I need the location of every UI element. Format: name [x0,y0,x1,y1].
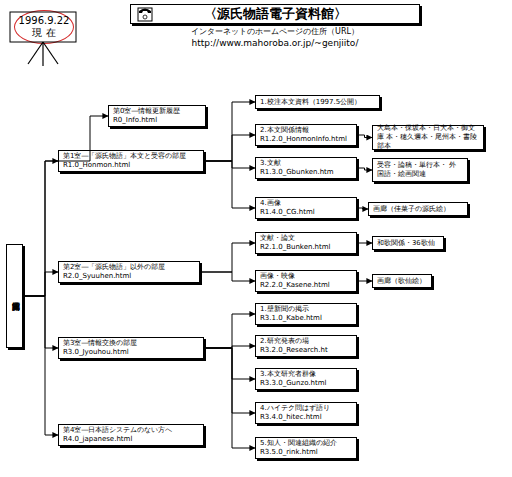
arrow-connector [204,314,255,348]
arrow-connector [204,348,255,413]
box-subtext: R1.2.0_HonmonInfo.html [260,135,352,144]
box-text: 2.研究発表の場 [260,337,352,346]
arrow-connector [204,348,255,379]
box-subtext: R4.0_japanese.html [63,435,199,444]
box-text: 受容・論稿・単行本・ 外国語・絵画関連 [377,161,463,179]
page-box: 文献・論文R2.1.0_Bunken.html [255,232,357,254]
box-text: 1.壁新聞の掲示 [260,305,352,314]
arrow-connector [357,168,372,170]
easel-leg [42,42,43,66]
arrow-connector [200,272,255,281]
box-subtext: R2.0_Syuuhen.html [63,272,195,281]
content-box: 受容・論稿・単行本・ 外国語・絵画関連 [372,158,468,182]
phone-body [138,8,152,21]
room-box: 第3室―情報交換の部屋R3.0_Jyouhou.html [58,337,204,359]
arrow-connector [204,161,255,168]
content-box: 画廊（佳菜子の源氏絵） [368,202,468,216]
box-subtext: R3.3.0_Gunzo.html [260,379,352,388]
box-text: 画廊（佳菜子の源氏絵） [373,205,463,214]
box-subtext: R3.4.0_hitec.html [260,413,352,422]
root-box: 源氏物語電子資料館 [6,244,23,348]
page-box: 2.研究発表の場R3.2.0_Research.ht [255,335,357,357]
box-text: 4.ハイテク問はず語り [260,404,352,413]
room-box: 第0室―情報更新履歴R0_Info.html [108,105,206,127]
arrow-connector [23,116,108,296]
content-box: 画廊（歌仙絵） [372,274,432,288]
phone-dial [143,15,147,19]
page-box: 3.本文研究者群像R3.3.0_Gunzo.html [255,368,357,390]
box-subtext: インターネットのホームページの住所（URL） [131,27,419,37]
arrow-connector [23,272,58,296]
arrow-connector [200,243,255,272]
box-text: 第0室―情報更新履歴 [113,107,201,116]
room-box: 第4室―日本語システムのない方へR4.0_japanese.html [58,424,204,446]
arrow-connector [204,346,255,348]
room-box: 第1室―「源氏物語」本文と受容の部屋R1.0_Honmon.html [58,150,204,172]
date-board: 1996.9.22現 在 [14,10,74,44]
arrow-connector [23,296,58,435]
box-text: 第2室―「源氏物語」以外の部屋 [63,263,195,272]
arrow-connector [357,135,372,138]
arrow-connector [357,281,372,282]
box-subtext: R3.2.0_Research.ht [260,346,352,355]
content-box: 大島本・保坂本・日大本・御文庫 本・穂久邇本・尾州本・書陵部本 [372,125,484,150]
box-text: 大島本・保坂本・日大本・御文庫 本・穂久邇本・尾州本・書陵部本 [377,124,479,150]
box-text: 画像・映像 [260,272,352,281]
page-box: 4.画像R1.4.0_CG.html [255,197,357,219]
box-text: 画廊（歌仙絵） [377,277,427,286]
easel-leg [43,42,58,64]
board-frame [10,12,76,42]
arrow-connector [357,243,372,244]
box-subtext: R3.0_Jyouhou.html [63,348,199,357]
page-box: 画像・映像R2.2.0_Kasene.html [255,270,357,292]
box-text: 1996.9.22現 在 [19,15,70,40]
arrow-connector [204,348,255,448]
box-text: 〈源氏物語電子資料館〉 [131,5,419,23]
content-box: 和歌関係・36歌仙 [372,236,444,250]
box-subtext: R3.1.0_Kabe.html [260,314,352,323]
box-subtext: R3.5.0_rink.html [260,448,352,457]
box-text: 3.文献 [260,159,352,168]
box-subtext: R2.2.0_Kasene.html [260,281,352,290]
page-box: 1.校注本文資料（1997.5公開） [255,95,380,109]
box-text: 3.本文研究者群像 [260,370,352,379]
arrow-connector [23,296,58,348]
page-box: 3.文献R1.3.0_Gbunken.htm [255,157,357,179]
box-text: 第4室―日本語システムのない方へ [63,426,199,435]
phone-handset [139,9,151,14]
box-text: 文献・論文 [260,234,352,243]
box-subtext: R2.1.0_Bunken.html [260,243,352,252]
box-text: 和歌関係・36歌仙 [377,239,439,248]
page-box: 1.壁新聞の掲示R3.1.0_Kabe.html [255,303,357,325]
box-text: 2.本文関係情報 [260,126,352,135]
page-box: 2.本文関係情報R1.2.0_HonmonInfo.html [255,124,357,146]
arrow-connector [204,135,255,161]
box-text: 第3室―情報交換の部屋 [63,339,199,348]
arrow-connector [23,161,58,296]
arrow-connector [204,102,255,161]
title-box: 〈源氏物語電子資料館〉インターネットのホームページの住所（URL）http://… [130,4,420,24]
box-subtext: R0_Info.html [113,116,201,125]
box-text: 5.知人・関連組織の紹介 [260,439,352,448]
arrow-connector [204,161,255,208]
page-box: 5.知人・関連組織の紹介R3.5.0_rink.html [255,437,357,459]
box-text: 4.画像 [260,199,352,208]
box-text: 1.校注本文資料（1997.5公開） [260,98,375,107]
easel-leg [28,42,43,64]
arrow-connector [357,208,368,209]
phone-icon [138,8,152,21]
box-subtext: R1.4.0_CG.html [260,208,352,217]
box-subtext: R1.0_Honmon.html [63,161,199,170]
room-box: 第2室―「源氏物語」以外の部屋R2.0_Syuuhen.html [58,261,200,283]
box-text: 第1室―「源氏物語」本文と受容の部屋 [63,152,199,161]
page-box: 4.ハイテク問はず語りR3.4.0_hitec.html [255,402,357,424]
box-subtext: R1.3.0_Gbunken.htm [260,168,352,177]
box-subtext: http://www.mahoroba.or.jp/~genjiito/ [131,38,419,49]
